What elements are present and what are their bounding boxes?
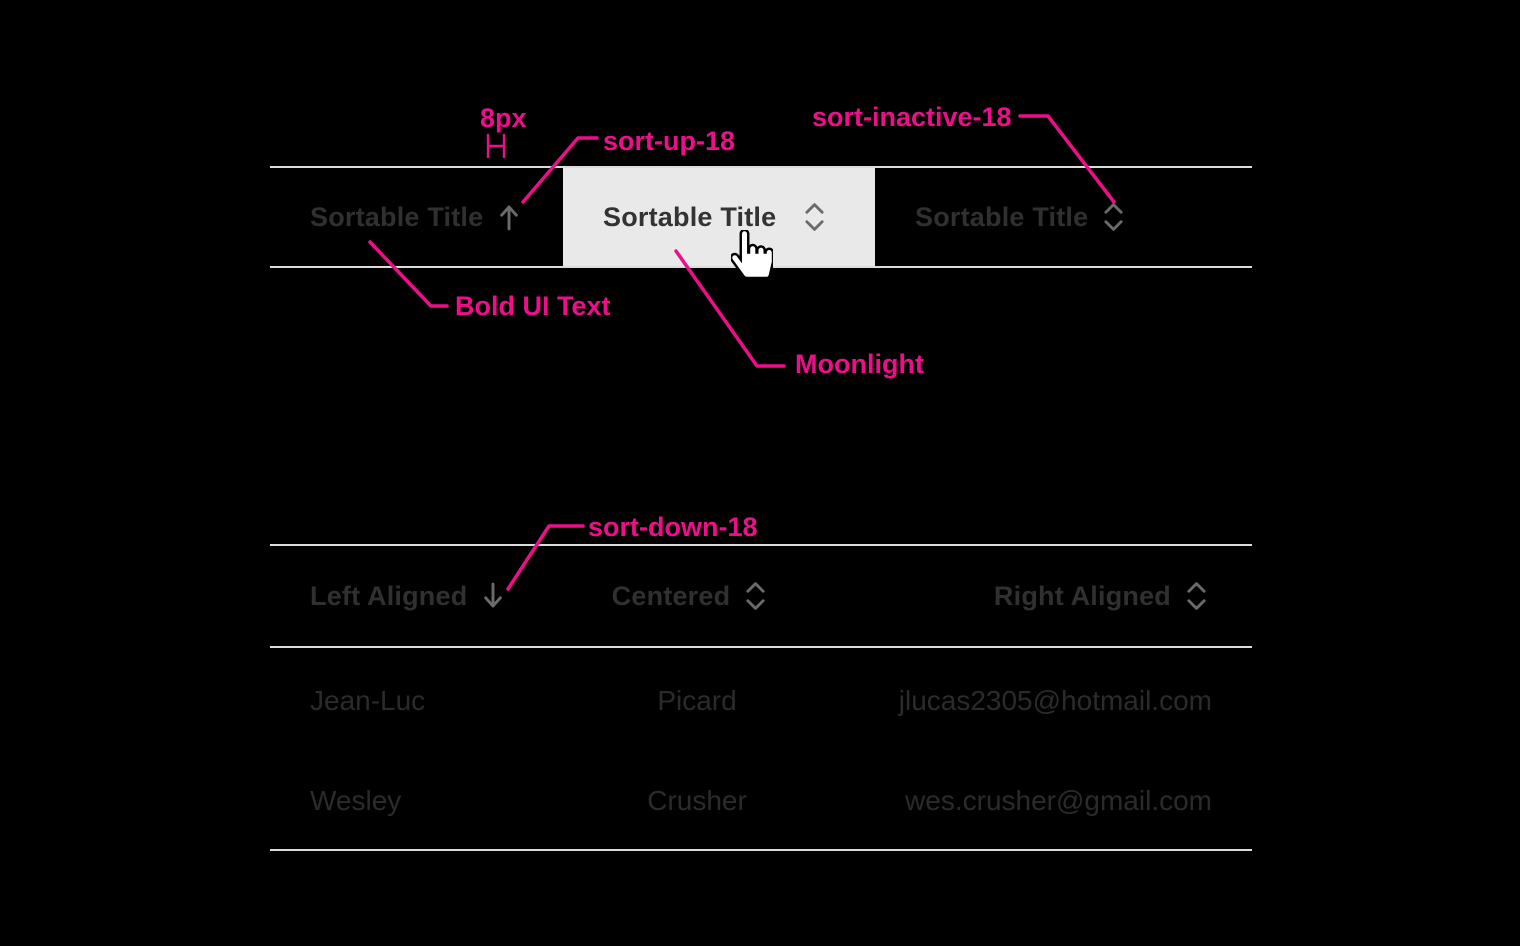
table-bottom-rule [270,849,1252,851]
cell-email: wes.crusher@gmail.com [905,785,1212,816]
sort-inactive-icon [746,582,765,610]
sort-up-annotation: sort-up-18 [603,126,736,156]
table-top-rule [270,544,1252,546]
sort-inactive-icon [805,203,824,231]
sort-up-icon [500,205,519,231]
cell-first-name: Jean-Luc [310,685,426,716]
cell-first-name: Wesley [310,785,402,816]
sortable-header-inactive[interactable]: Sortable Title [875,168,1252,266]
sortable-header-ascending[interactable]: Sortable Title [270,168,563,266]
cell-last-name: Crusher [647,785,747,816]
column-header-centered[interactable]: Centered [558,546,820,646]
bold-ui-text-annotation: Bold UI Text [455,291,611,321]
table-header-bottom-rule [270,646,1252,648]
column-header-right-aligned[interactable]: Right Aligned [900,546,1207,646]
sort-down-annotation: sort-down-18 [588,512,758,542]
cell-email: jlucas2305@hotmail.com [898,685,1212,716]
sortable-header-hover[interactable]: Sortable Title [563,168,875,266]
spacing-annotation: 8px [480,103,527,133]
column-title: Centered [611,580,731,611]
column-title: Sortable Title [310,201,484,232]
sort-down-icon [484,582,503,608]
header-top-rule [270,166,1252,168]
hand-cursor-icon [729,228,775,283]
cell-last-name: Picard [657,685,737,716]
sort-inactive-annotation: sort-inactive-18 [812,102,1012,132]
moonlight-annotation: Moonlight [795,349,924,379]
sort-inactive-icon [1104,203,1123,231]
column-title: Sortable Title [915,201,1089,232]
column-title: Right Aligned [993,580,1171,611]
column-title: Left Aligned [310,580,468,611]
column-header-left-aligned[interactable]: Left Aligned [310,546,504,646]
sort-inactive-icon [1187,582,1206,610]
column-title: Sortable Title [603,201,777,232]
